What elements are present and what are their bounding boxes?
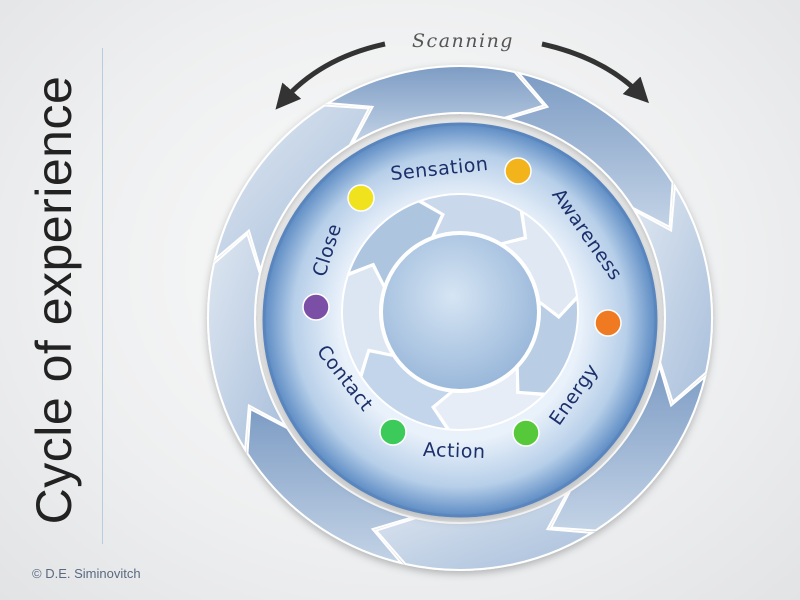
outer-segment-2 [504,71,674,229]
outer-segment-1 [325,65,546,147]
inner-segment-1 [418,193,526,245]
stage-dots [302,157,622,447]
outer-segment-5 [374,489,595,571]
inner-segment-4 [432,365,546,431]
stage-dot-contact [302,293,330,321]
stage-dot-close [347,184,375,212]
scanning-label: Scanning [412,30,514,52]
inner-segment-3 [516,296,579,395]
outer-segment-6 [246,407,416,565]
inner-segment-2 [499,209,579,318]
inner-arrow-ring [341,193,579,431]
copyright-credit: © D.E. Siminovitch [32,566,141,581]
stage-dot-sensation [504,157,532,185]
outer-arrow-ring [207,65,713,571]
stage-label-action: Action [423,439,486,463]
inner-segment-6 [341,264,395,378]
outer-segment-7 [207,232,289,453]
center-circle [381,233,539,391]
stage-dot-action [379,418,407,446]
outer-segment-4 [549,362,707,532]
scanning-arrow-right [541,41,649,104]
scanning-arrow-left [275,41,386,110]
stage-dot-awareness [594,309,622,337]
outer-segment-8 [213,104,371,274]
outer-segment-3 [631,183,713,404]
stage-dot-energy [512,419,540,447]
inner-segment-5 [360,350,454,431]
divider-line [102,48,103,544]
inner-segment-7 [346,200,444,289]
